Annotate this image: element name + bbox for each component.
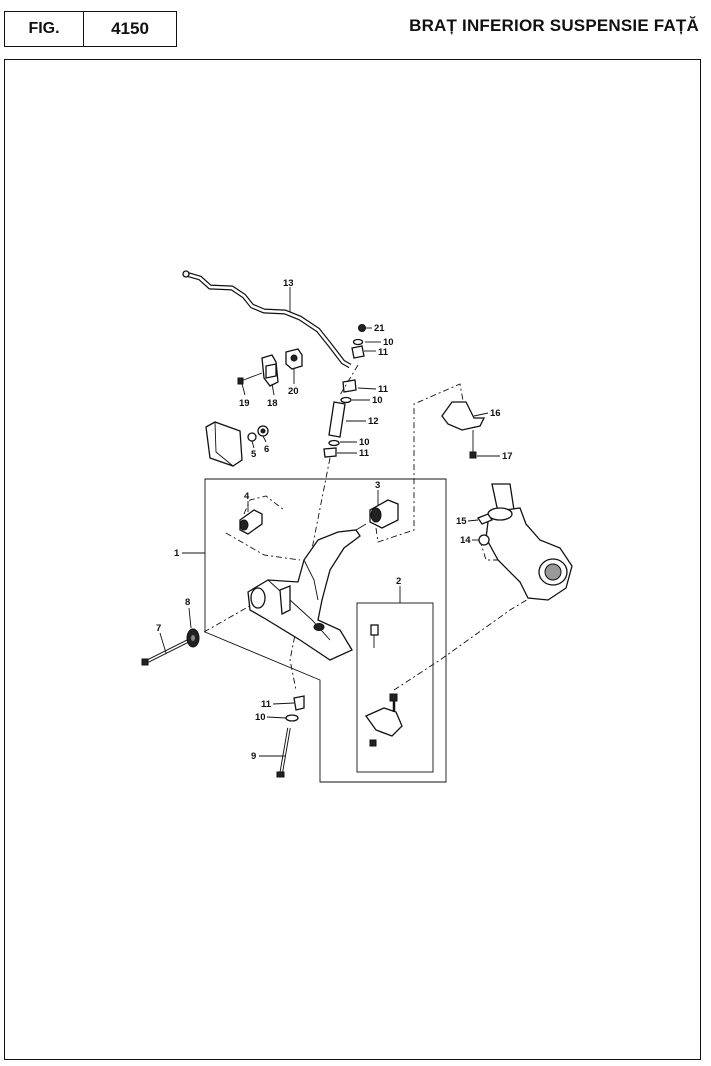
callout-11-d: 11 [261, 699, 272, 710]
callout-5: 5 [251, 449, 257, 460]
lower-control-arm [247, 523, 367, 661]
pivot-bolt [141, 628, 200, 666]
callout-16: 16 [490, 408, 501, 419]
fig-label-box: FIG. [4, 11, 84, 47]
lower-bolt [276, 695, 305, 778]
front-bushing [239, 509, 263, 535]
callout-19: 19 [239, 398, 250, 409]
spacer-tube [323, 401, 346, 458]
diagram-frame [4, 59, 701, 1060]
callout-14: 14 [460, 535, 471, 546]
callout-11-b: 11 [378, 384, 389, 395]
bracket-group [237, 348, 303, 387]
callout-18: 18 [267, 398, 278, 409]
callout-8: 8 [185, 597, 190, 608]
callout-21: 21 [374, 323, 385, 334]
fig-number: 4150 [111, 19, 149, 38]
upper-bushing-stack [340, 324, 366, 404]
callout-13: 13 [283, 278, 294, 289]
callout-10-c: 10 [359, 437, 370, 448]
callout-20: 20 [288, 386, 299, 397]
page-title: BRAȚ INFERIOR SUSPENSIE FAȚĂ [409, 16, 699, 35]
leader-lines [159, 287, 500, 757]
callout-12: 12 [368, 416, 379, 427]
ball-joint [365, 624, 403, 747]
callout-6: 6 [264, 444, 269, 455]
callout-10-d: 10 [255, 712, 266, 723]
callout-3: 3 [375, 480, 380, 491]
callout-9: 9 [251, 751, 256, 762]
callout-10-a: 10 [383, 337, 394, 348]
callout-4: 4 [244, 491, 250, 502]
callout-2: 2 [396, 576, 401, 587]
shield-plate [205, 421, 269, 467]
steering-knuckle [485, 483, 573, 601]
callout-10-b: 10 [372, 395, 383, 406]
fig-number-box: 4150 [83, 11, 177, 47]
stabilizer-bar [182, 270, 352, 369]
callout-11-c: 11 [359, 448, 370, 459]
callout-labels: 1 2 3 4 5 6 7 8 9 10 10 10 10 11 11 11 1… [156, 278, 513, 762]
callout-15: 15 [456, 516, 467, 527]
callout-17: 17 [502, 451, 513, 462]
callout-7: 7 [156, 623, 161, 634]
callout-1: 1 [174, 548, 180, 559]
callout-11-a: 11 [378, 347, 389, 358]
fig-label: FIG. [28, 20, 60, 37]
rear-bushing [369, 499, 399, 529]
stabilizer-clamp [441, 401, 486, 459]
